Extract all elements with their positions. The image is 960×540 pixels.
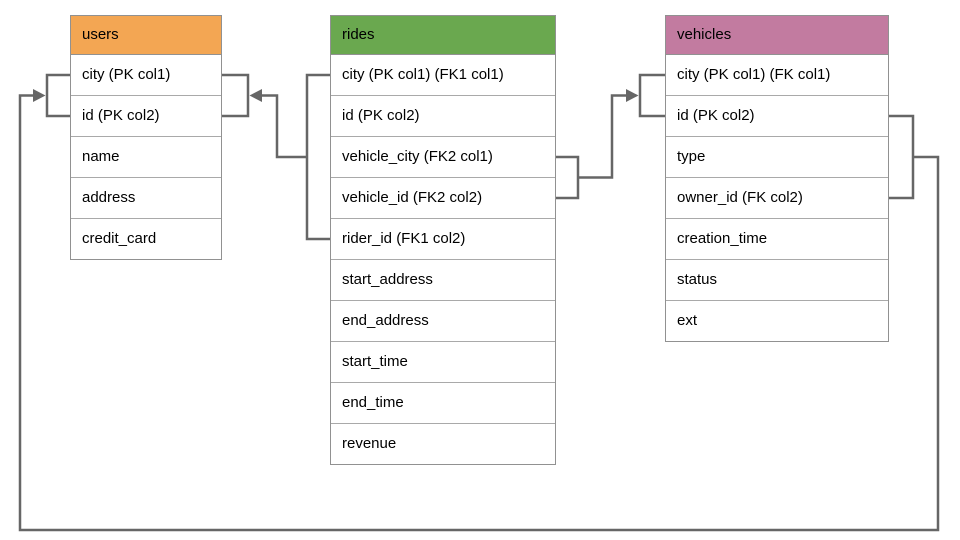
arrow-left-icon bbox=[249, 89, 262, 102]
users-pk-bracket-left bbox=[45, 73, 70, 118]
column-row: creation_time bbox=[666, 219, 888, 260]
vehicles-pk-bracket-left bbox=[638, 73, 665, 118]
arrow-right-icon bbox=[626, 89, 639, 102]
users-pk-bracket-right bbox=[220, 73, 250, 118]
column-row: credit_card bbox=[71, 219, 221, 259]
column-row: city (PK col1) bbox=[71, 55, 221, 96]
column-row: end_address bbox=[331, 301, 555, 342]
column-row: type bbox=[666, 137, 888, 178]
vehicles-to-users-link bbox=[18, 94, 940, 532]
column-row: status bbox=[666, 260, 888, 301]
table-rides-header: rides bbox=[331, 16, 555, 55]
column-row: start_address bbox=[331, 260, 555, 301]
rides-fk1-bracket-left bbox=[305, 73, 330, 241]
column-row: owner_id (FK col2) bbox=[666, 178, 888, 219]
column-row: id (PK col2) bbox=[666, 96, 888, 137]
table-users-header: users bbox=[71, 16, 221, 55]
column-row: start_time bbox=[331, 342, 555, 383]
column-row: id (PK col2) bbox=[331, 96, 555, 137]
column-row: id (PK col2) bbox=[71, 96, 221, 137]
rides-to-users-link bbox=[261, 94, 307, 159]
column-row: vehicle_city (FK2 col1) bbox=[331, 137, 555, 178]
column-row: city (PK col1) (FK col1) bbox=[666, 55, 888, 96]
table-vehicles-header: vehicles bbox=[666, 16, 888, 55]
table-rides-columns: city (PK col1) (FK1 col1)id (PK col2)veh… bbox=[331, 55, 555, 464]
column-row: end_time bbox=[331, 383, 555, 424]
column-row: city (PK col1) (FK1 col1) bbox=[331, 55, 555, 96]
vehicles-fk-bracket-right bbox=[887, 114, 915, 200]
column-row: rider_id (FK1 col2) bbox=[331, 219, 555, 260]
column-row: ext bbox=[666, 301, 888, 341]
column-row: revenue bbox=[331, 424, 555, 464]
table-rides: rides city (PK col1) (FK1 col1)id (PK co… bbox=[330, 15, 556, 465]
rides-to-vehicles-link bbox=[578, 94, 626, 179]
table-vehicles-columns: city (PK col1) (FK col1)id (PK col2)type… bbox=[666, 55, 888, 341]
column-row: name bbox=[71, 137, 221, 178]
table-vehicles: vehicles city (PK col1) (FK col1)id (PK … bbox=[665, 15, 889, 342]
arrow-right-icon bbox=[33, 89, 46, 102]
column-row: vehicle_id (FK2 col2) bbox=[331, 178, 555, 219]
column-row: address bbox=[71, 178, 221, 219]
rides-fk2-bracket-right bbox=[554, 155, 580, 200]
